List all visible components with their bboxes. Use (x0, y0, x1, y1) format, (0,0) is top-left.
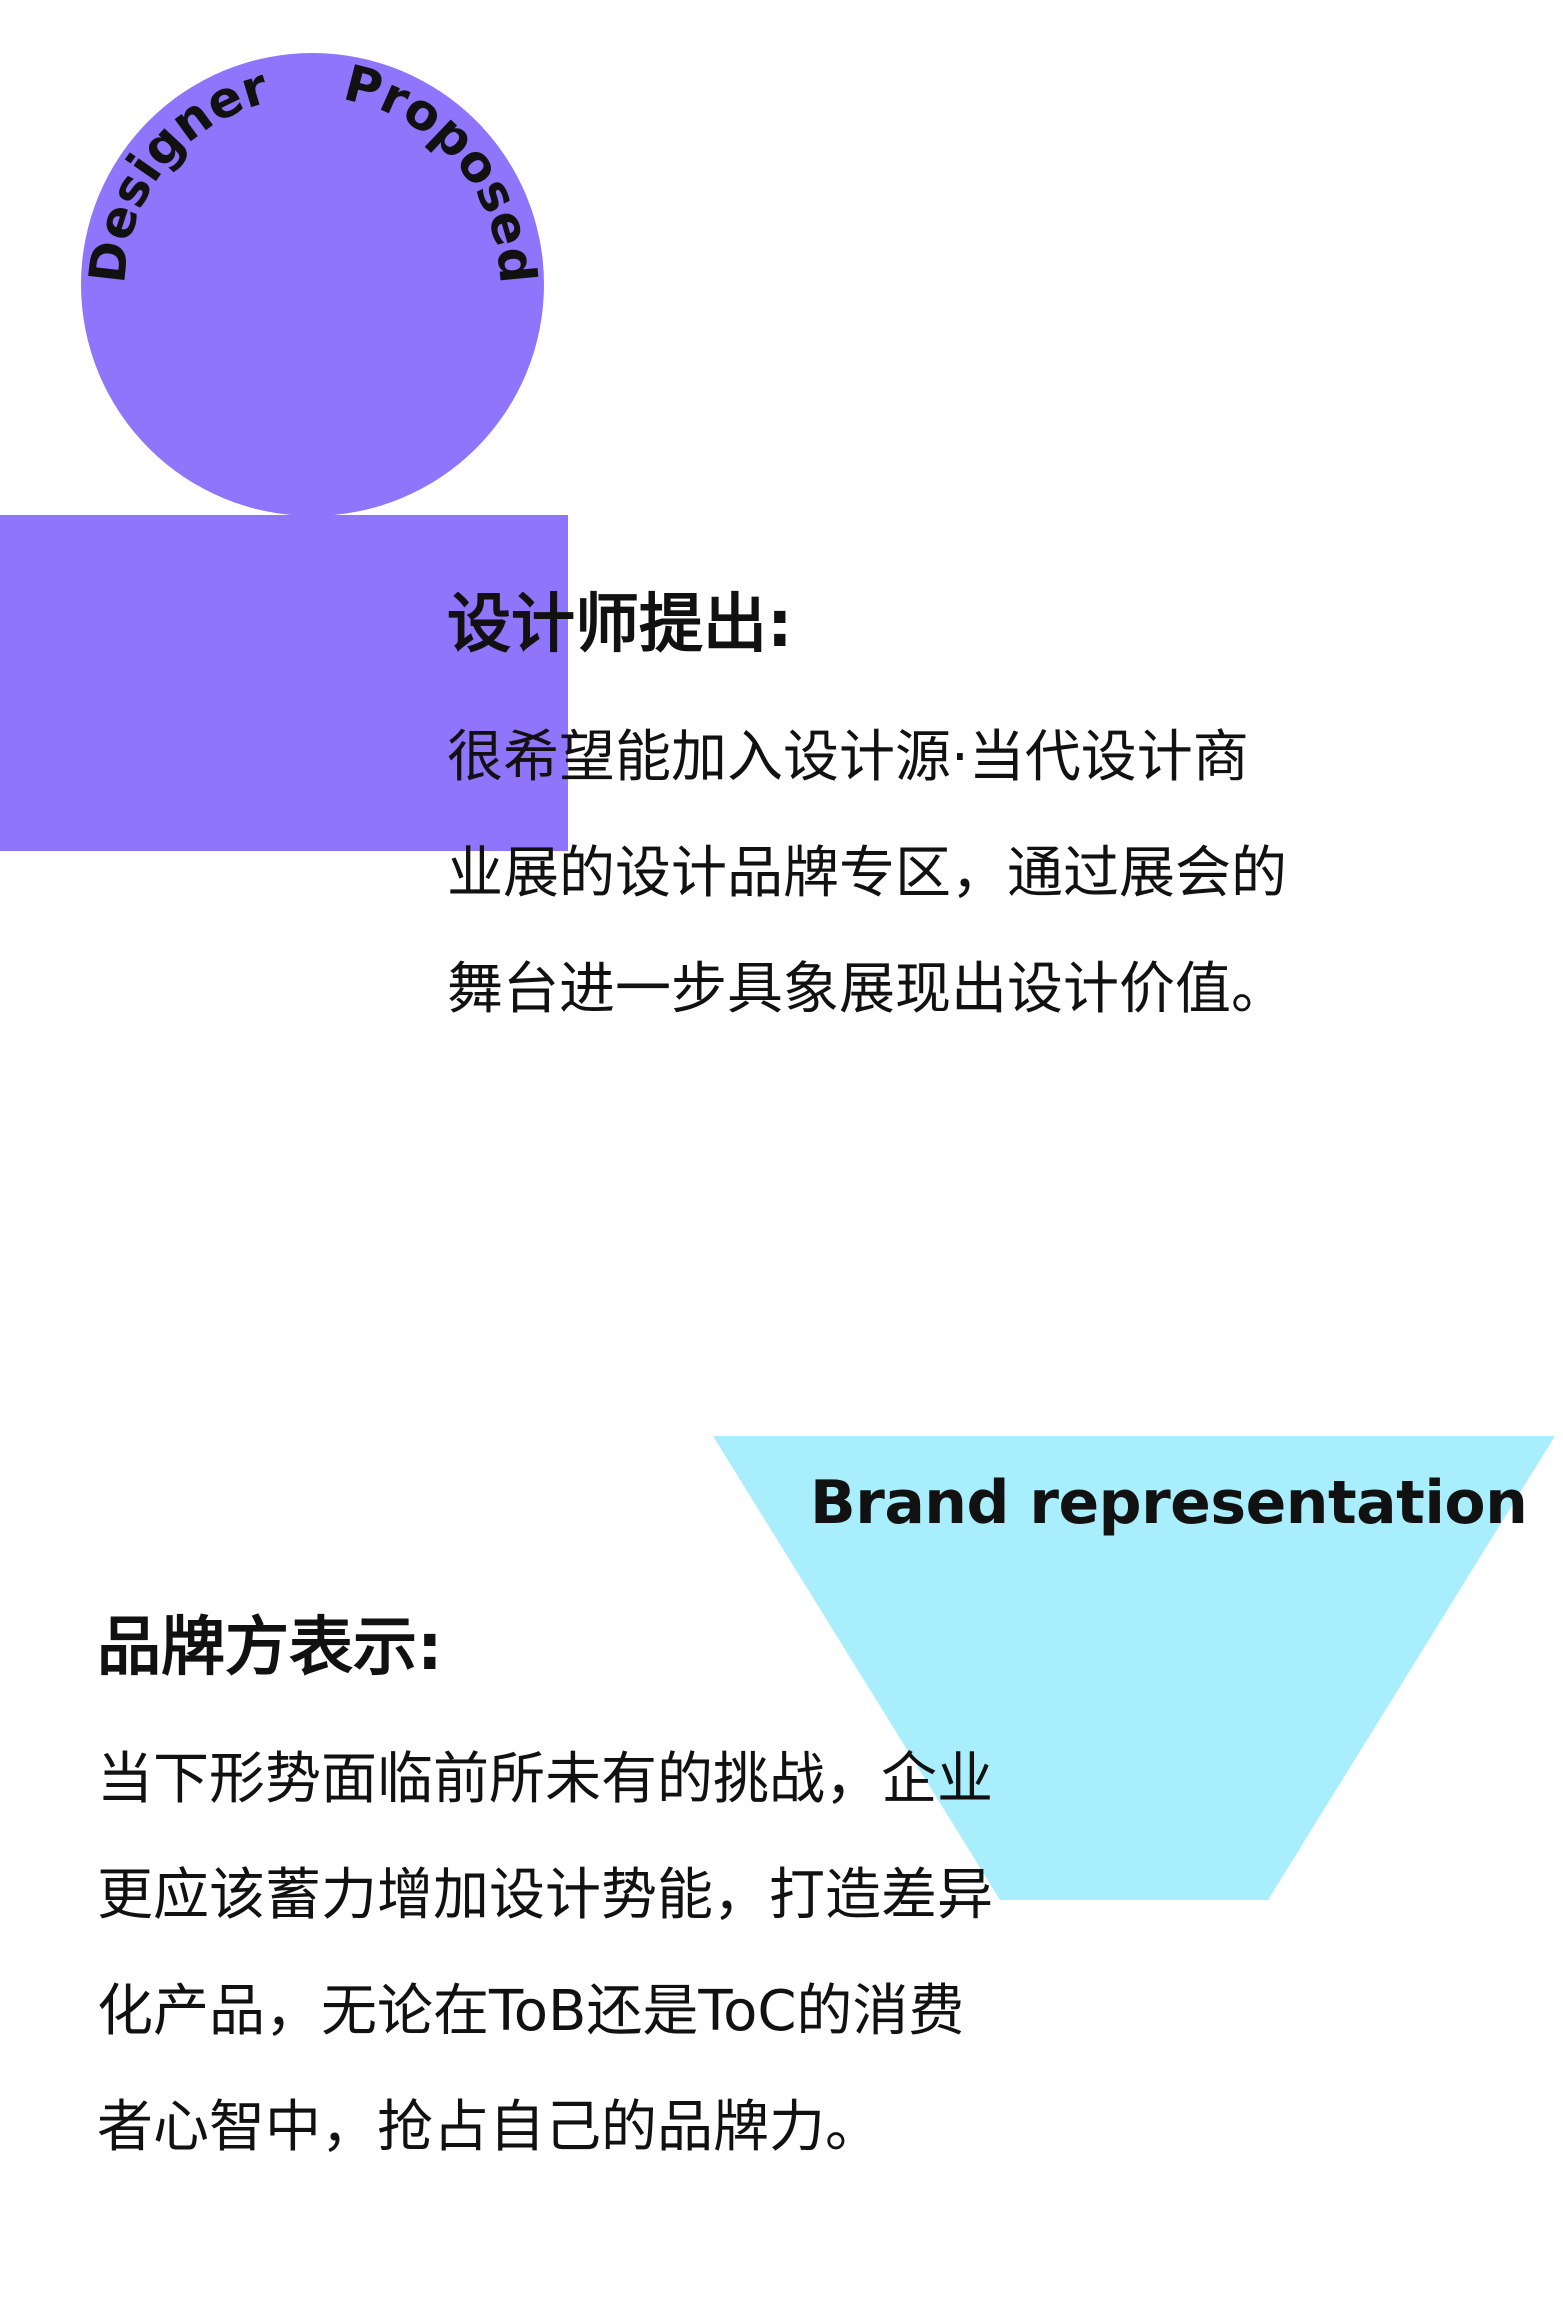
paragraph-line: 更应该蓄力增加设计势能，打造差异 (97, 1863, 993, 1928)
paragraph-line: 当下形势面临前所未有的挑战，企业 (97, 1747, 993, 1812)
paragraph-line: 业展的设计品牌专区，通过展会的 (447, 841, 1287, 906)
purple-rectangle (0, 515, 568, 851)
paragraph-line: 很希望能加入设计源·当代设计商 (447, 725, 1249, 790)
paragraph-line: 化产品，无论在ToB还是ToC的消费 (97, 1979, 965, 2044)
designer-section-title: 设计师提出: (447, 588, 793, 662)
brand-representation-label: Brand representation (810, 1468, 1528, 1538)
paragraph-line: 舞台进一步具象展现出设计价值。 (447, 957, 1287, 1022)
paragraph-line: 者心智中，抢占自己的品牌力。 (97, 2095, 881, 2160)
brand-section-title: 品牌方表示: (97, 1611, 443, 1685)
designer-proposed-arc-label: Designer Proposed (78, 54, 547, 286)
purple-circle (81, 53, 544, 516)
designer-section-paragraph: 很希望能加入设计源·当代设计商 业展的设计品牌专区，通过展会的 舞台进一步具象展… (447, 700, 1527, 1048)
brand-section-paragraph: 当下形势面临前所未有的挑战，企业 更应该蓄力增加设计势能，打造差异 化产品，无论… (97, 1722, 1217, 2186)
